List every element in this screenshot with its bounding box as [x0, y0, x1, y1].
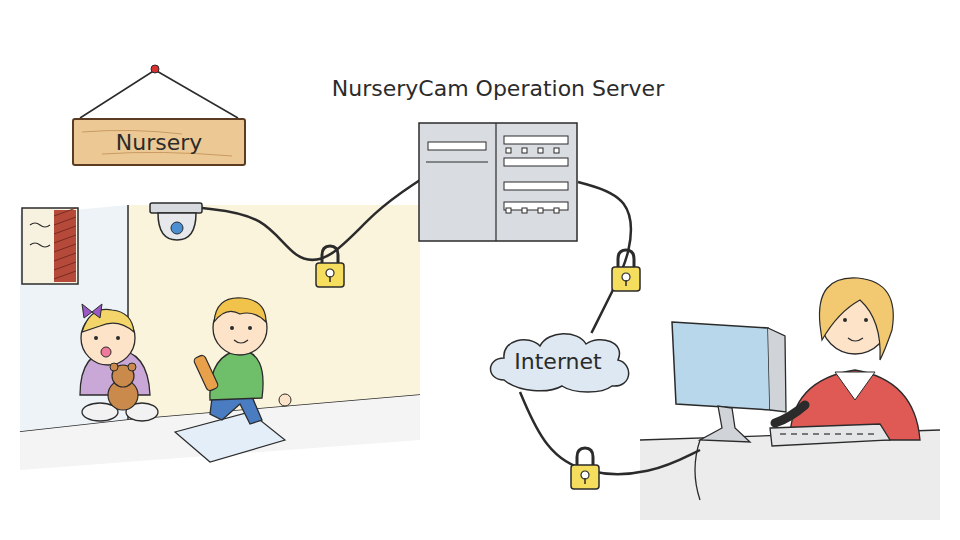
padlock-keyhole: [329, 276, 331, 282]
brick-hatch: [54, 217, 76, 225]
padlock-body: [316, 263, 344, 287]
server-button: [522, 208, 527, 213]
padlock-body: [612, 267, 640, 291]
padlock-keyhole: [581, 471, 589, 479]
padlock-keyhole: [326, 269, 334, 277]
boy-shirt: [210, 350, 263, 400]
server-seam: [426, 162, 488, 163]
girl-eye: [94, 336, 98, 340]
server-button: [522, 148, 527, 153]
sign-nail: [151, 65, 159, 73]
server-button: [554, 148, 559, 153]
padlock-shackle: [618, 250, 634, 268]
brick-wall: [54, 210, 76, 282]
server-heading: NurseryCam Operation Server: [332, 76, 664, 101]
brick-hatch: [54, 235, 76, 243]
server-slot: [504, 136, 568, 144]
padlock-keyhole: [584, 478, 586, 484]
window-reflection: [30, 223, 50, 247]
monitor-stand: [700, 406, 750, 442]
office-cable: [520, 392, 700, 474]
sign-board: [73, 119, 245, 165]
internet-cloud: Internet: [482, 328, 634, 394]
boy-hand: [279, 394, 291, 406]
boy-eye: [248, 326, 252, 330]
keyboard-keys: [791, 433, 797, 435]
brick-hatch: [54, 253, 76, 261]
girl-bow: [82, 304, 102, 318]
woman-eye: [864, 318, 868, 322]
monitor-side: [768, 328, 786, 412]
padlock-keyhole: [622, 273, 630, 281]
padlock-body: [571, 465, 599, 489]
brick-hatch: [54, 226, 76, 234]
server-button: [506, 208, 511, 213]
sign-string: [80, 70, 238, 118]
server-body: [419, 123, 577, 241]
keyboard-keys: [835, 433, 841, 435]
boy-smile: [234, 340, 248, 343]
drawing-paper: [175, 412, 285, 462]
server-button: [506, 148, 511, 153]
keyboard-keys: [824, 433, 830, 435]
keyboard: [770, 424, 890, 446]
monitor-screen: [672, 322, 770, 410]
brick-hatch: [54, 262, 76, 270]
camera-mount: [150, 203, 202, 213]
padlock-icon: [612, 250, 640, 291]
server-slot: [504, 158, 568, 166]
nursery-sign: Nursery: [72, 118, 246, 166]
server-outline: [418, 122, 578, 242]
network-cable: [578, 182, 631, 333]
server-slot: [504, 182, 568, 190]
server-button: [538, 148, 543, 153]
server-button: [538, 208, 543, 213]
brick-hatch: [54, 244, 76, 252]
cloud-outline: [491, 334, 629, 392]
boy-eye: [230, 326, 234, 330]
node-label: Internet: [514, 349, 601, 374]
server-divider: [495, 123, 496, 241]
padlock-shackle: [577, 448, 593, 466]
keyboard-keys: [802, 433, 808, 435]
nursery-wall: [128, 205, 420, 420]
server-box: NurseryCam Operation Server: [418, 122, 578, 242]
teddy-ear: [128, 363, 136, 371]
window-frame: [22, 208, 78, 284]
teddy-ear: [110, 363, 118, 371]
crayon: [193, 354, 219, 392]
brick-hatch: [54, 271, 76, 279]
woman-eye: [843, 318, 847, 322]
camera-lens: [171, 222, 183, 234]
keyboard-keys: [813, 433, 819, 435]
server-button: [554, 208, 559, 213]
boy-hair: [214, 298, 266, 322]
brick-hatch: [54, 208, 76, 216]
woman-hair: [819, 278, 893, 360]
girl-pacifier: [101, 347, 111, 357]
padlock-keyhole: [625, 280, 627, 286]
padlock-shackle: [322, 246, 338, 264]
keyboard-keys: [780, 433, 786, 435]
node-label: Nursery: [116, 130, 203, 155]
padlock-icon: [316, 246, 344, 287]
keyboard-keys: [857, 433, 863, 435]
camera-dome: [158, 213, 196, 240]
wood-grain: [82, 130, 232, 156]
girl-eye: [116, 336, 120, 340]
woman-smile: [848, 338, 863, 341]
camera-cable: [202, 180, 420, 260]
keyboard-keys: [846, 433, 852, 435]
drive-slot: [428, 142, 486, 150]
keyboard-keys: [868, 433, 874, 435]
padlock-icon: [571, 448, 599, 489]
woman-collar: [835, 372, 875, 400]
